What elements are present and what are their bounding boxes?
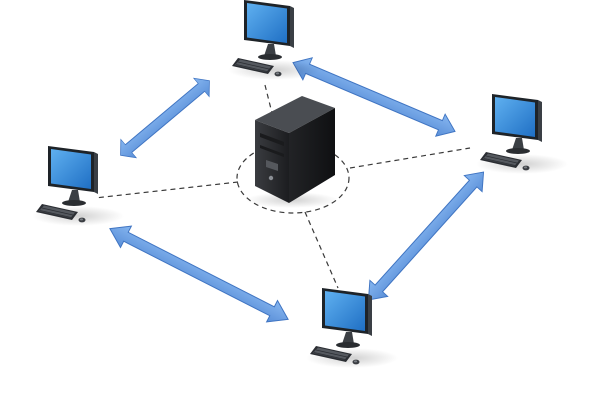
tower-server-icon [246,96,338,208]
arrow-right-bottom [359,163,493,309]
link-server-right [349,147,471,169]
workstation-top [227,0,321,81]
desktop-computer-icon [305,287,399,369]
desktop-computer-icon [31,145,125,227]
desktop-computer-icon [475,93,569,175]
workstation-left [31,145,125,227]
arrow-left-top [112,71,218,165]
arrow-bottom-left [103,217,295,331]
desktop-computer-icon [227,0,321,81]
link-server-bottom [304,211,339,289]
workstation-bottom [305,287,399,369]
workstation-right [475,93,569,175]
link-server-left [94,181,239,199]
